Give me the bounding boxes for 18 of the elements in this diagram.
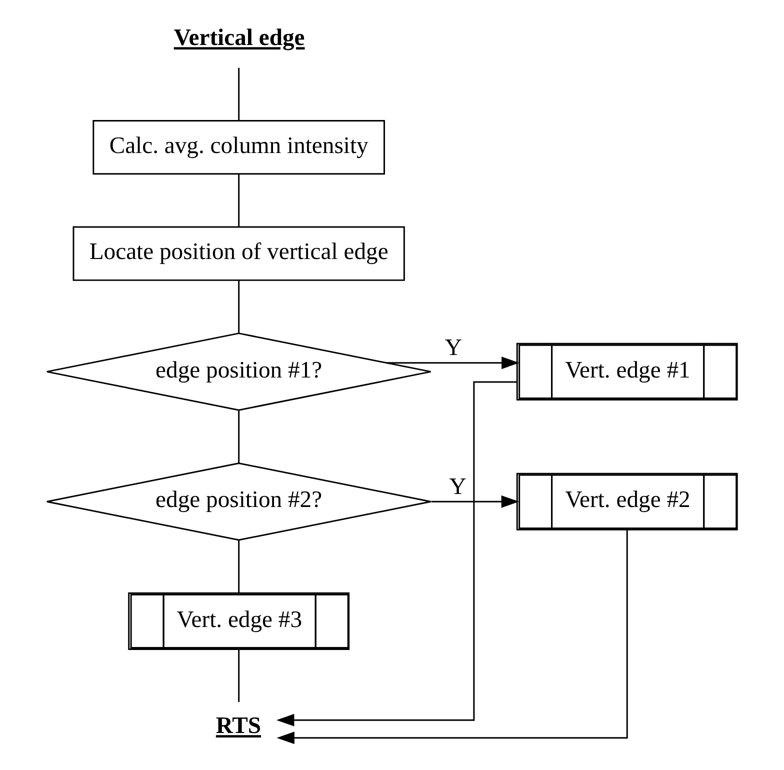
arrow: [431, 495, 520, 508]
node-diamond: edge position #1?: [46, 332, 432, 411]
connector: [238, 410, 240, 464]
connector: [238, 280, 240, 333]
connector: [238, 68, 240, 120]
connector: [238, 540, 240, 594]
arrow: [276, 381, 518, 726]
node-box: Locate position of vertical edge: [72, 226, 405, 281]
node-diamond: edge position #2?: [46, 462, 432, 541]
connector: [238, 650, 240, 702]
arrow: [386, 356, 520, 370]
node-text: Vertical edge: [174, 25, 305, 52]
connector: [238, 174, 240, 226]
arrow: [276, 530, 628, 744]
edge-label: Y: [444, 335, 462, 362]
node-text: RTS: [216, 713, 262, 740]
node-box: Calc. avg. column intensity: [92, 120, 385, 175]
edge-label: Y: [449, 474, 466, 500]
